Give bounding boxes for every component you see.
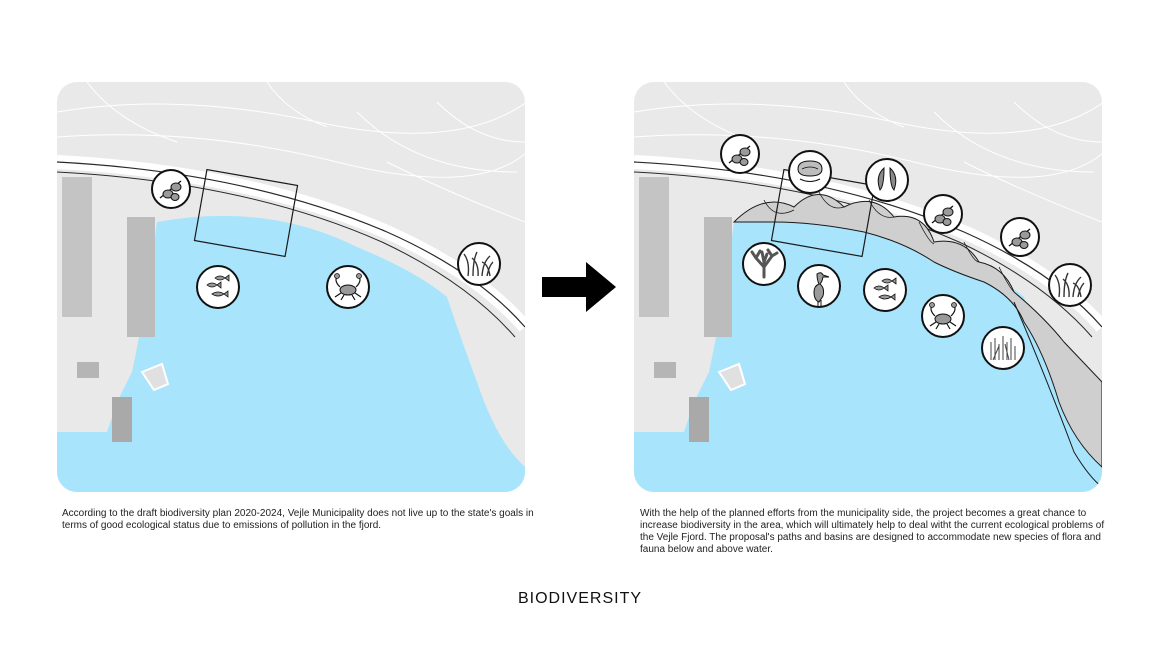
map-before	[57, 82, 525, 492]
mussel-icon	[865, 158, 909, 202]
map-before-drawing	[57, 82, 525, 492]
fjord-water	[634, 215, 1102, 492]
proposed-path-basins	[732, 194, 1102, 468]
coral-icon	[741, 241, 787, 287]
caption-after: With the help of the planned efforts fro…	[640, 508, 1105, 555]
building-block	[704, 217, 732, 337]
building-block	[62, 177, 92, 317]
reed-icon	[981, 326, 1025, 370]
building-block	[639, 177, 669, 317]
building-block	[112, 397, 132, 442]
leaf-branch-icon	[923, 194, 963, 234]
rail	[57, 161, 525, 328]
building-block	[654, 362, 676, 378]
heron-icon	[797, 264, 841, 308]
leaf-branch-icon	[151, 169, 191, 209]
leaf-branch-icon	[720, 134, 760, 174]
grass-icon	[457, 242, 501, 286]
terrain-contours	[634, 82, 1102, 223]
breakwater	[140, 362, 170, 392]
transition-arrow-icon	[542, 262, 616, 312]
page-title: BIODIVERSITY	[517, 590, 643, 607]
oyster-icon	[788, 150, 832, 194]
caption-before: According to the draft biodiversity plan…	[62, 508, 534, 531]
building-block	[127, 217, 155, 337]
crab-icon	[921, 294, 965, 338]
building-block	[77, 362, 99, 378]
crab-icon	[326, 265, 370, 309]
fjord-water	[57, 215, 525, 492]
map-after-drawing	[634, 82, 1102, 492]
study-area-frame	[193, 168, 299, 258]
terrain-contours	[57, 82, 525, 223]
fish-icon	[863, 268, 907, 312]
fish-icon	[196, 265, 240, 309]
leaf-branch-icon	[1000, 217, 1040, 257]
breakwater	[717, 362, 747, 392]
map-after	[634, 82, 1102, 492]
building-block	[689, 397, 709, 442]
grass-icon	[1048, 263, 1092, 307]
